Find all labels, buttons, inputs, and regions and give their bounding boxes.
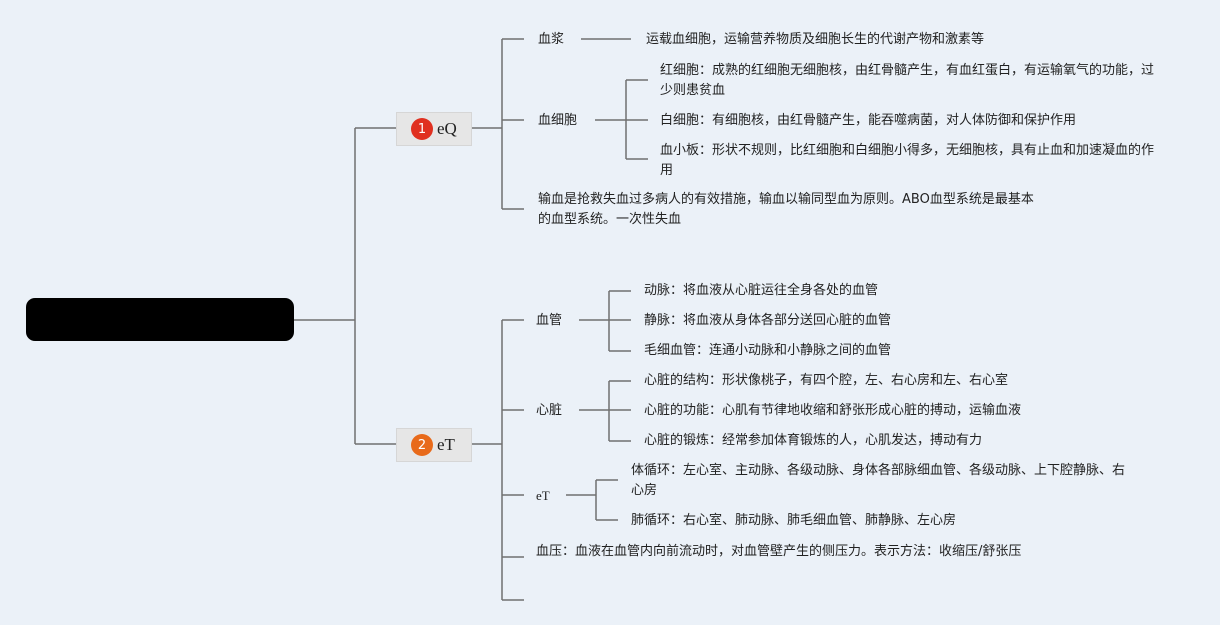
capillary-description: 毛细血管：连通小动脉和小静脉之间的血管 <box>644 343 892 358</box>
number-badge-1: 1 <box>411 118 433 140</box>
number-badge-2: 2 <box>411 434 433 456</box>
platelet-description: 血小板：形状不规则，比红细胞和白细胞小得多，无细胞核，具有止血和加速凝血的作用 <box>660 143 1155 178</box>
heart-label: 心脏 <box>536 403 563 418</box>
topic-1-label: eQ <box>437 119 457 138</box>
plasma-label: 血浆 <box>538 32 565 47</box>
red-cell-description: 红细胞：成熟的红细胞无细胞核，由红骨髓产生，有血红蛋白，有运输氧气的功能，过少则… <box>660 63 1155 98</box>
heart-connector <box>579 380 631 442</box>
root-connector <box>294 127 396 445</box>
heart-structure: 心脏的结构：形状像桃子，有四个腔，左、右心房和左、右心室 <box>644 373 1009 388</box>
plasma-description: 运载血细胞，运输营养物质及细胞长生的代谢产物和激素等 <box>646 32 985 47</box>
circulation-label: eT <box>536 488 550 503</box>
topic2-connector <box>472 319 524 601</box>
root-node[interactable] <box>26 298 294 341</box>
topic-1-node[interactable]: 1 eQ <box>396 112 472 146</box>
vessels-connector <box>579 290 631 352</box>
vein-description: 静脉：将血液从身体各部分送回心脏的血管 <box>644 313 892 328</box>
topic-2-label: eT <box>437 435 455 454</box>
heart-exercise: 心脏的锻炼：经常参加体育锻炼的人，心肌发达，搏动有力 <box>644 433 983 448</box>
topic-2-node[interactable]: 2 eT <box>396 428 472 462</box>
systemic-circulation: 体循环：左心室、主动脉、各级动脉、身体各部脉细血管、各级动脉、上下腔静脉、右心房 <box>631 463 1126 498</box>
artery-description: 动脉：将血液从心脏运往全身各处的血管 <box>644 283 879 298</box>
circulation-connector <box>566 479 618 521</box>
topic1-connector <box>472 38 524 210</box>
transfusion-note: 输血是抢救失血过多病人的有效措施，输血以输同型血为原则。ABO血型系统是最基本的… <box>538 192 1034 227</box>
pulmonary-circulation: 肺循环：右心室、肺动脉、肺毛细血管、肺静脉、左心房 <box>631 513 957 528</box>
white-cell-description: 白细胞：有细胞核，由红骨髓产生，能吞噬病菌，对人体防御和保护作用 <box>660 113 1077 128</box>
blood-pressure-note: 血压：血液在血管内向前流动时，对血管壁产生的侧压力。表示方法：收缩压/舒张压 <box>536 544 1022 559</box>
heart-function: 心脏的功能：心肌有节律地收缩和舒张形成心脏的搏动，运输血液 <box>644 403 1022 418</box>
vessels-label: 血管 <box>536 313 563 328</box>
blood-cells-label: 血细胞 <box>538 113 578 128</box>
cells-connector <box>595 79 648 160</box>
